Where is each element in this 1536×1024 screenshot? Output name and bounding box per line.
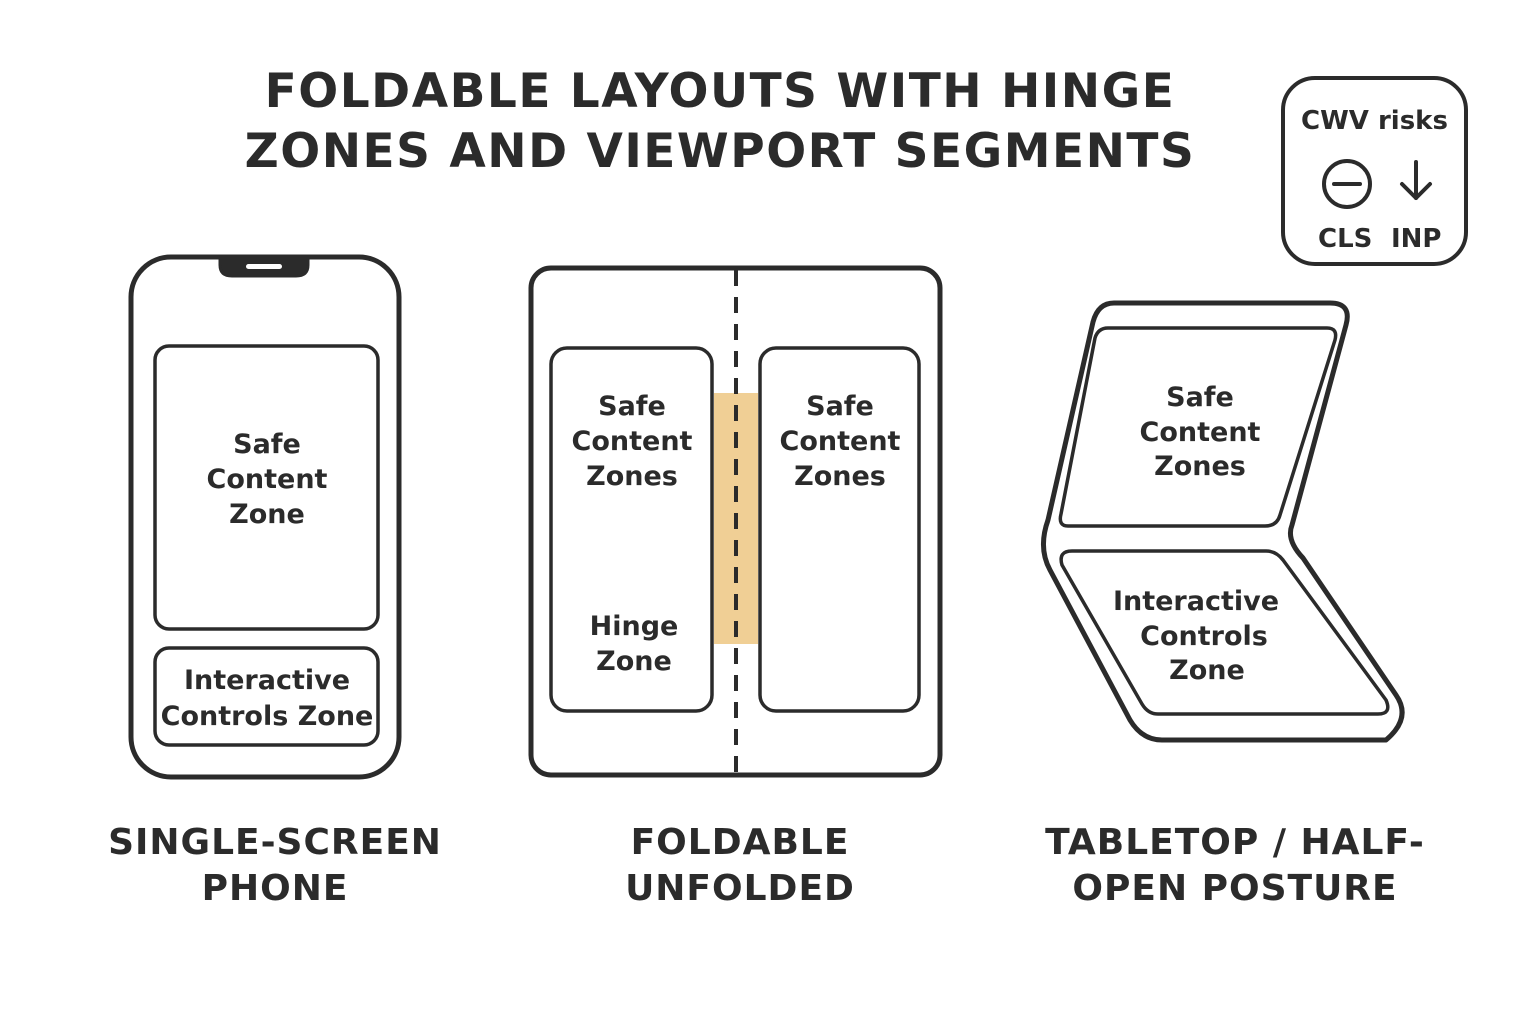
phone-safe-label-2: Content <box>207 464 328 495</box>
phone-speaker <box>246 264 282 269</box>
left-segment-zone <box>549 346 714 713</box>
right-safe-label-2: Content <box>780 426 901 457</box>
right-safe-label-3: Zones <box>794 461 886 492</box>
phone-caption-line-1: SINGLE-SCREEN <box>108 822 442 863</box>
tabletop-caption-line-1: TABLETOP / HALF- <box>1045 822 1425 863</box>
legend-icons <box>1322 159 1432 209</box>
arrow-down-icon <box>1400 160 1432 200</box>
tabletop-top-panel <box>1058 326 1338 528</box>
tabletop-safe-label-3: Zones <box>1154 451 1246 482</box>
minus-circle-icon <box>1322 159 1372 209</box>
left-safe-label-3: Zones <box>586 461 678 492</box>
hinge-zone-label-1: Hinge <box>590 611 679 642</box>
phone-caption: SINGLE-SCREEN PHONE <box>100 820 450 912</box>
legend-label-cls: CLS <box>1318 224 1373 254</box>
phone-controls-label-2: Controls Zone <box>161 701 374 732</box>
phone-safe-content-zone <box>153 344 380 631</box>
title-line-2: ZONES AND VIEWPORT SEGMENTS <box>244 124 1196 179</box>
phone-safe-label-3: Zone <box>229 499 305 530</box>
foldable-caption-line-1: FOLDABLE <box>630 822 850 863</box>
tabletop-safe-label-1: Safe <box>1166 382 1234 413</box>
tabletop-controls-label-2: Controls <box>1140 621 1268 652</box>
tabletop-controls-label-3: Zone <box>1169 655 1245 686</box>
left-safe-label-2: Content <box>572 426 693 457</box>
left-safe-label-1: Safe <box>598 391 666 422</box>
tabletop-caption-line-2: OPEN POSTURE <box>1072 868 1398 909</box>
tabletop-controls-label-1: Interactive <box>1113 586 1279 617</box>
tabletop-bottom-panel <box>1059 549 1390 716</box>
foldable-caption-line-2: UNFOLDED <box>625 868 855 909</box>
cwv-risks-legend: CWV risks CLS INP <box>1281 76 1468 266</box>
right-segment-zone <box>758 346 921 713</box>
tabletop-safe-label-2: Content <box>1140 417 1261 448</box>
tabletop-caption: TABLETOP / HALF- OPEN POSTURE <box>1040 820 1430 912</box>
right-safe-label-1: Safe <box>806 391 874 422</box>
title-line-1: FOLDABLE LAYOUTS WITH HINGE <box>264 64 1176 119</box>
legend-title: CWV risks <box>1301 106 1448 136</box>
hinge-zone-label-2: Zone <box>596 646 672 677</box>
single-screen-phone: Safe Content Zone Interactive Controls Z… <box>128 254 402 780</box>
phone-controls-label-1: Interactive <box>184 665 350 696</box>
legend-label-inp: INP <box>1391 224 1442 254</box>
foldable-caption: FOLDABLE UNFOLDED <box>580 820 900 912</box>
page-title: FOLDABLE LAYOUTS WITH HINGE ZONES AND VI… <box>200 62 1240 182</box>
tabletop-half-open: Safe Content Zones Interactive Controls … <box>1041 300 1405 743</box>
phone-caption-line-2: PHONE <box>201 868 349 909</box>
phone-safe-label-1: Safe <box>233 429 301 460</box>
phone-interactive-controls-zone <box>153 646 380 747</box>
foldable-unfolded: Safe Content Zones Hinge Zone Safe Conte… <box>528 265 943 778</box>
